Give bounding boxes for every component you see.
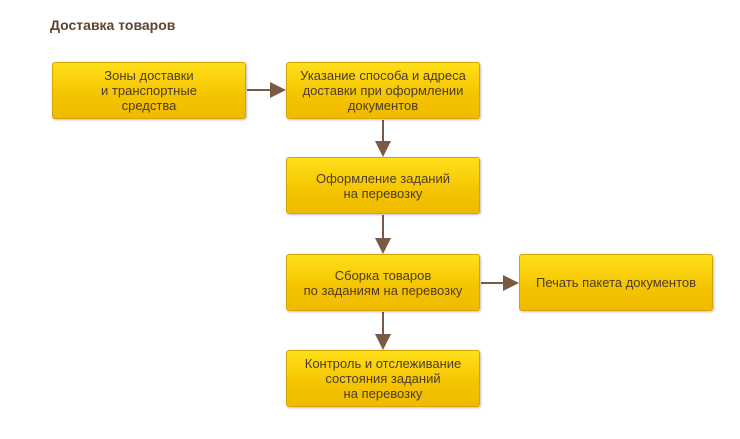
page-title: Доставка товаров bbox=[50, 17, 176, 33]
node-label: Печать пакета документов bbox=[535, 275, 697, 290]
node-label: Указание способа и адреса доставки при о… bbox=[300, 68, 466, 113]
node-delivery-address[interactable]: Указание способа и адреса доставки при о… bbox=[286, 62, 480, 119]
node-label: Сборка товаров по заданиям на перевозку bbox=[303, 267, 463, 298]
node-label: Оформление заданий на перевозку bbox=[315, 170, 450, 201]
node-task-control[interactable]: Контроль и отслеживание состояния задани… bbox=[286, 350, 480, 407]
node-label: Контроль и отслеживание состояния задани… bbox=[304, 356, 462, 401]
node-goods-assembly[interactable]: Сборка товаров по заданиям на перевозку bbox=[286, 254, 480, 311]
node-label: Зоны доставки и транспортные средства bbox=[101, 68, 197, 113]
node-shipping-tasks[interactable]: Оформление заданий на перевозку bbox=[286, 157, 480, 214]
node-print-documents[interactable]: Печать пакета документов bbox=[519, 254, 713, 311]
node-delivery-zones[interactable]: Зоны доставки и транспортные средства bbox=[52, 62, 246, 119]
